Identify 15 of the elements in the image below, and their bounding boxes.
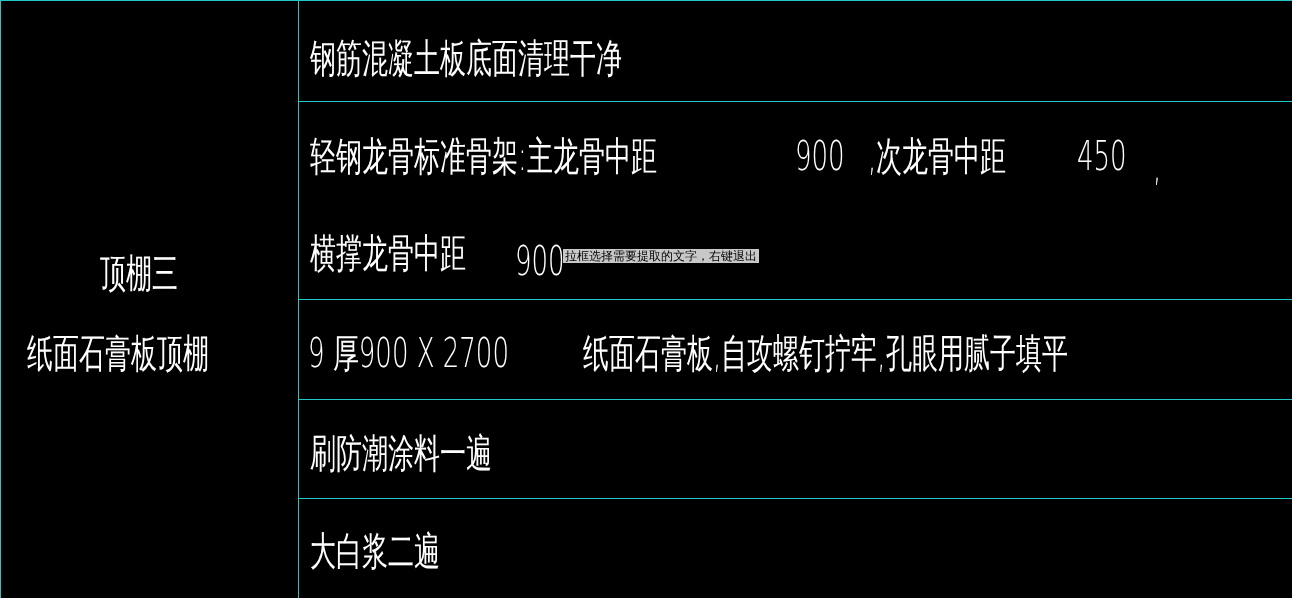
tooltip: 拉框选择需要提取的文字，右键退出 (563, 249, 759, 263)
layer-text: 刷防潮涂料一遍 (310, 430, 492, 476)
spacing-value: 900 (795, 133, 845, 179)
layer-text: 纸面石膏板,自攻螺钉拧牢,孔眼用腻子填平 (583, 330, 1068, 376)
layer-text: 钢筋混凝土板底面清理干净 (310, 35, 622, 81)
layer-text: 轻钢龙骨标准骨架:主龙骨中距 (310, 133, 657, 179)
layer-text: 9 厚900 X 2700 (308, 330, 509, 376)
punctuation-text: , (1153, 143, 1162, 189)
spacing-value: 450 (1077, 133, 1127, 179)
layer-text: 大白浆二遍 (310, 528, 440, 574)
cell-title: 纸面石膏板顶棚 (27, 330, 209, 376)
layer-text: ,次龙骨中距 (868, 133, 1007, 179)
cell-title: 顶棚三 (100, 250, 178, 296)
layer-text: 横撑龙骨中距 (310, 230, 466, 276)
spacing-value: 900 (515, 238, 565, 284)
